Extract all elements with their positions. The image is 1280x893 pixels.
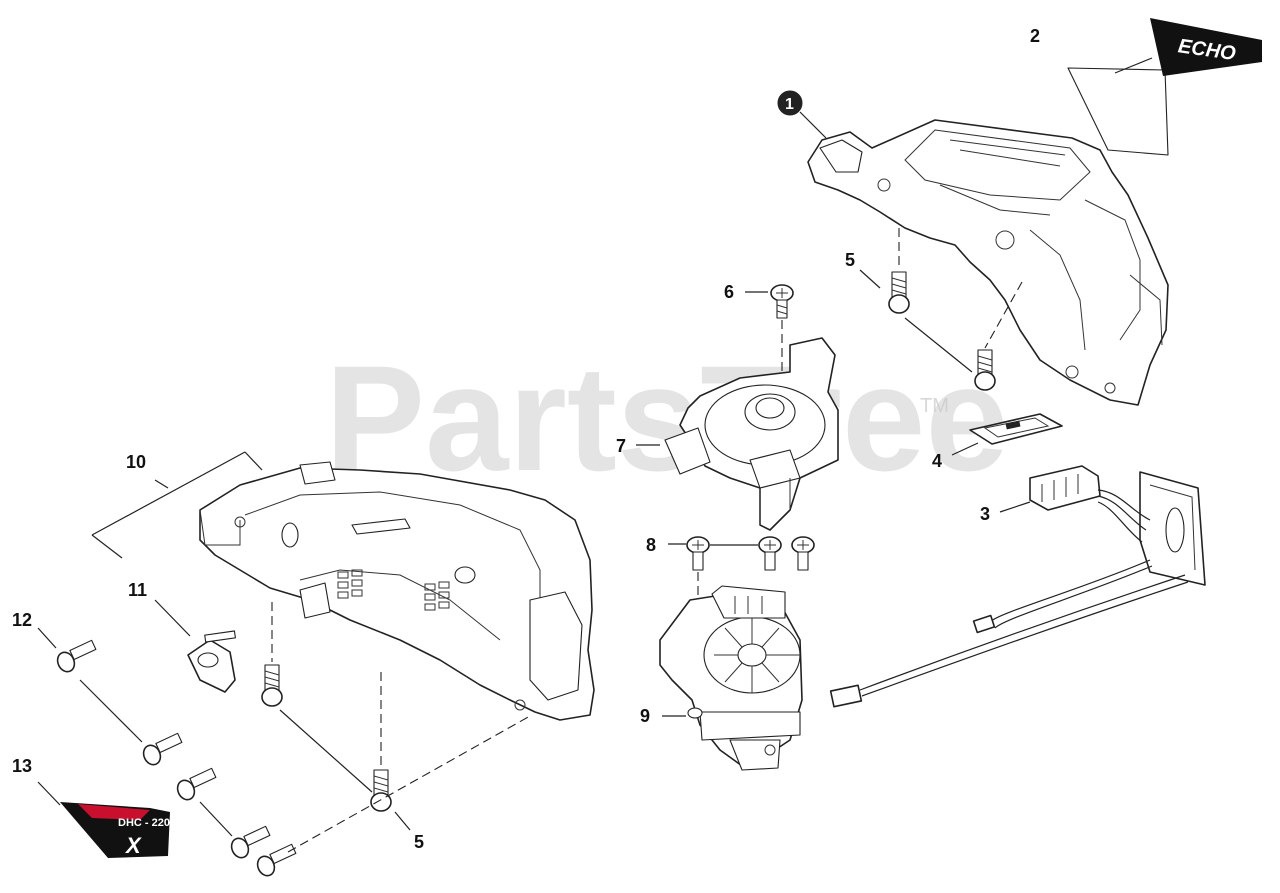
part-2-logo-decal[interactable]: ECHO [1067, 18, 1262, 156]
leader-13 [37, 781, 61, 806]
leader-3 [999, 501, 1031, 513]
leader-10-a [91, 451, 246, 536]
part-5-screw-lower-a[interactable] [261, 664, 283, 707]
leader-12-link-a [79, 679, 143, 743]
callout-7[interactable]: 7 [616, 436, 626, 456]
callout-1-badge [777, 90, 803, 116]
leader-5-lower [394, 811, 411, 831]
callout-3[interactable]: 3 [980, 504, 990, 524]
leader-5-lower-link [279, 709, 373, 793]
callout-9[interactable]: 9 [640, 706, 650, 726]
callout-1[interactable]: 1 [785, 96, 794, 113]
leader-2 [1114, 57, 1153, 74]
part-12-screw-e[interactable] [255, 843, 297, 878]
part-12-screw-c[interactable] [175, 767, 217, 802]
dash-12 [287, 715, 531, 853]
callout-13[interactable]: 13 [12, 756, 32, 776]
part-13-model-decal[interactable]: DHC - 2200 X [60, 802, 176, 858]
leader-5-upper-link [904, 317, 973, 373]
model-decal-mark: X [124, 833, 142, 858]
callout-11[interactable]: 11 [128, 580, 147, 600]
callout-5-lower[interactable]: 5 [414, 832, 424, 852]
watermark-text: PartsTree [325, 334, 1009, 502]
part-8-screw-c[interactable] [791, 536, 815, 571]
part-9-motor[interactable] [659, 585, 803, 771]
part-12-screw-a[interactable] [55, 639, 97, 674]
part-5-screw-lower-b[interactable] [370, 769, 392, 812]
part-1-handle-housing[interactable] [807, 119, 1169, 406]
watermark-tm: TM [920, 395, 949, 417]
callout-10[interactable]: 10 [126, 452, 146, 472]
callout-2[interactable]: 2 [1030, 26, 1040, 46]
dash-5b [984, 281, 1023, 349]
callout-4[interactable]: 4 [932, 451, 942, 471]
part-8-screw-b[interactable] [758, 536, 782, 571]
part-4-label-plate[interactable] [969, 413, 1063, 445]
part-5-screw-upper-a[interactable] [888, 271, 910, 314]
leader-10-d [154, 479, 169, 489]
leader-10-c [91, 534, 123, 559]
leader-1 [799, 111, 827, 139]
part-3-switch-harness[interactable] [829, 465, 1206, 708]
part-12-screw-d[interactable] [229, 825, 271, 860]
part-10-body-housing[interactable] [199, 461, 595, 721]
part-11-latch[interactable] [187, 630, 236, 693]
part-5-screw-upper-b[interactable] [974, 349, 996, 391]
leader-12-link-b [199, 801, 233, 837]
leader-10-b [244, 451, 263, 471]
leader-11 [154, 599, 191, 637]
callout-12[interactable]: 12 [12, 610, 32, 630]
leader-12 [37, 627, 57, 649]
callout-5-upper[interactable]: 5 [845, 250, 855, 270]
part-12-screw-b[interactable] [141, 732, 183, 767]
leader-5-upper [859, 269, 881, 289]
callout-6[interactable]: 6 [724, 282, 734, 302]
part-6-screw[interactable] [770, 284, 794, 319]
part-8-screw-a[interactable] [686, 536, 710, 571]
model-decal-text: DHC - 2200 [118, 817, 176, 829]
leader-4 [951, 442, 979, 456]
part-7-fan-housing[interactable] [664, 337, 839, 531]
callout-8[interactable]: 8 [646, 535, 656, 555]
